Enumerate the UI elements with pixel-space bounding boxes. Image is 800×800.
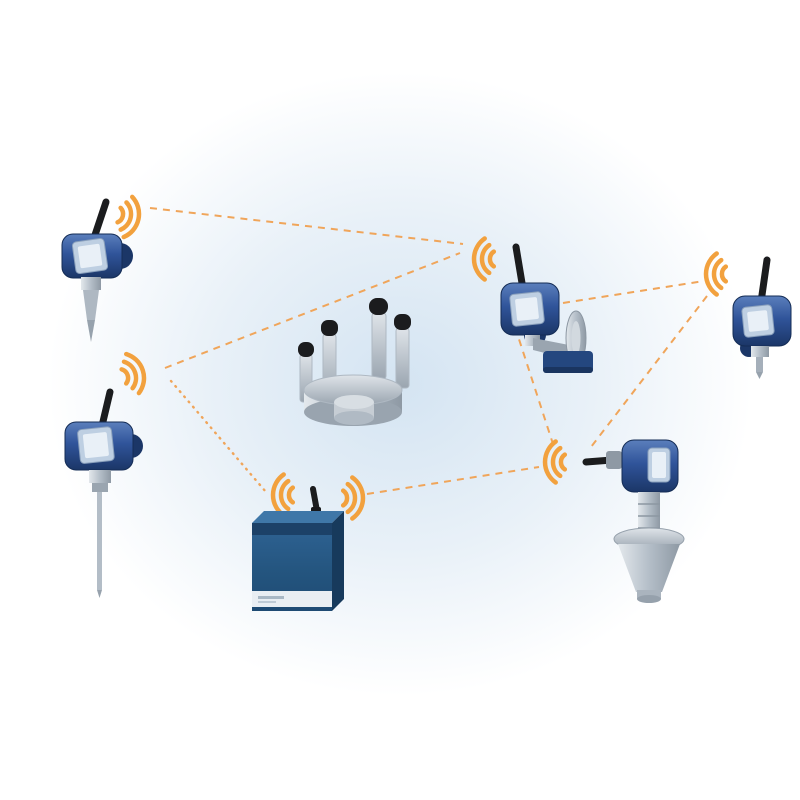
transmitter-body — [500, 282, 593, 373]
antenna-adapter — [606, 451, 622, 469]
transmitter-body — [64, 421, 143, 598]
wifi-signal-icon — [545, 442, 565, 483]
wifi-signal-icon — [115, 195, 143, 239]
wifi-signal-icon — [273, 475, 293, 516]
wireless-link — [562, 280, 705, 304]
antenna — [512, 243, 527, 293]
tank — [303, 374, 403, 426]
antenna-cap — [394, 314, 411, 330]
wireless-transmitter-far-right — [705, 250, 800, 380]
wifi-signal-icon — [343, 478, 363, 519]
radar-horn — [613, 492, 685, 603]
probe — [83, 290, 99, 320]
process-connection — [89, 470, 111, 483]
wireless-link — [169, 379, 268, 494]
thermowell-probe — [97, 492, 102, 590]
antenna-cap — [321, 320, 338, 336]
tank-antenna-cluster — [290, 298, 425, 438]
wireless-link — [366, 466, 540, 495]
wifi-signal-icon — [118, 351, 149, 396]
antenna-cap — [298, 342, 314, 357]
process-connection — [751, 346, 769, 357]
transmitter-body — [61, 233, 133, 342]
wireless-transmitter-left — [55, 350, 205, 605]
process-connection — [81, 277, 101, 290]
antenna-cap — [369, 298, 388, 315]
wireless-link — [149, 207, 464, 245]
wireless-gateway — [240, 460, 375, 620]
wifi-signal-icon — [474, 239, 494, 280]
wireless-link — [590, 295, 708, 448]
wireless-transmitter-top-left — [50, 192, 170, 352]
wireless-radar-level-transmitter — [540, 432, 710, 612]
wifi-signal-icon — [706, 254, 726, 295]
wireless-flange-transmitter — [475, 235, 625, 385]
gateway-enclosure — [252, 511, 344, 611]
transmitter-body — [732, 295, 792, 379]
antenna — [757, 256, 771, 306]
antenna — [90, 198, 110, 242]
wireless-link — [164, 252, 461, 369]
probe — [756, 357, 763, 372]
transmitter-body — [621, 439, 679, 493]
